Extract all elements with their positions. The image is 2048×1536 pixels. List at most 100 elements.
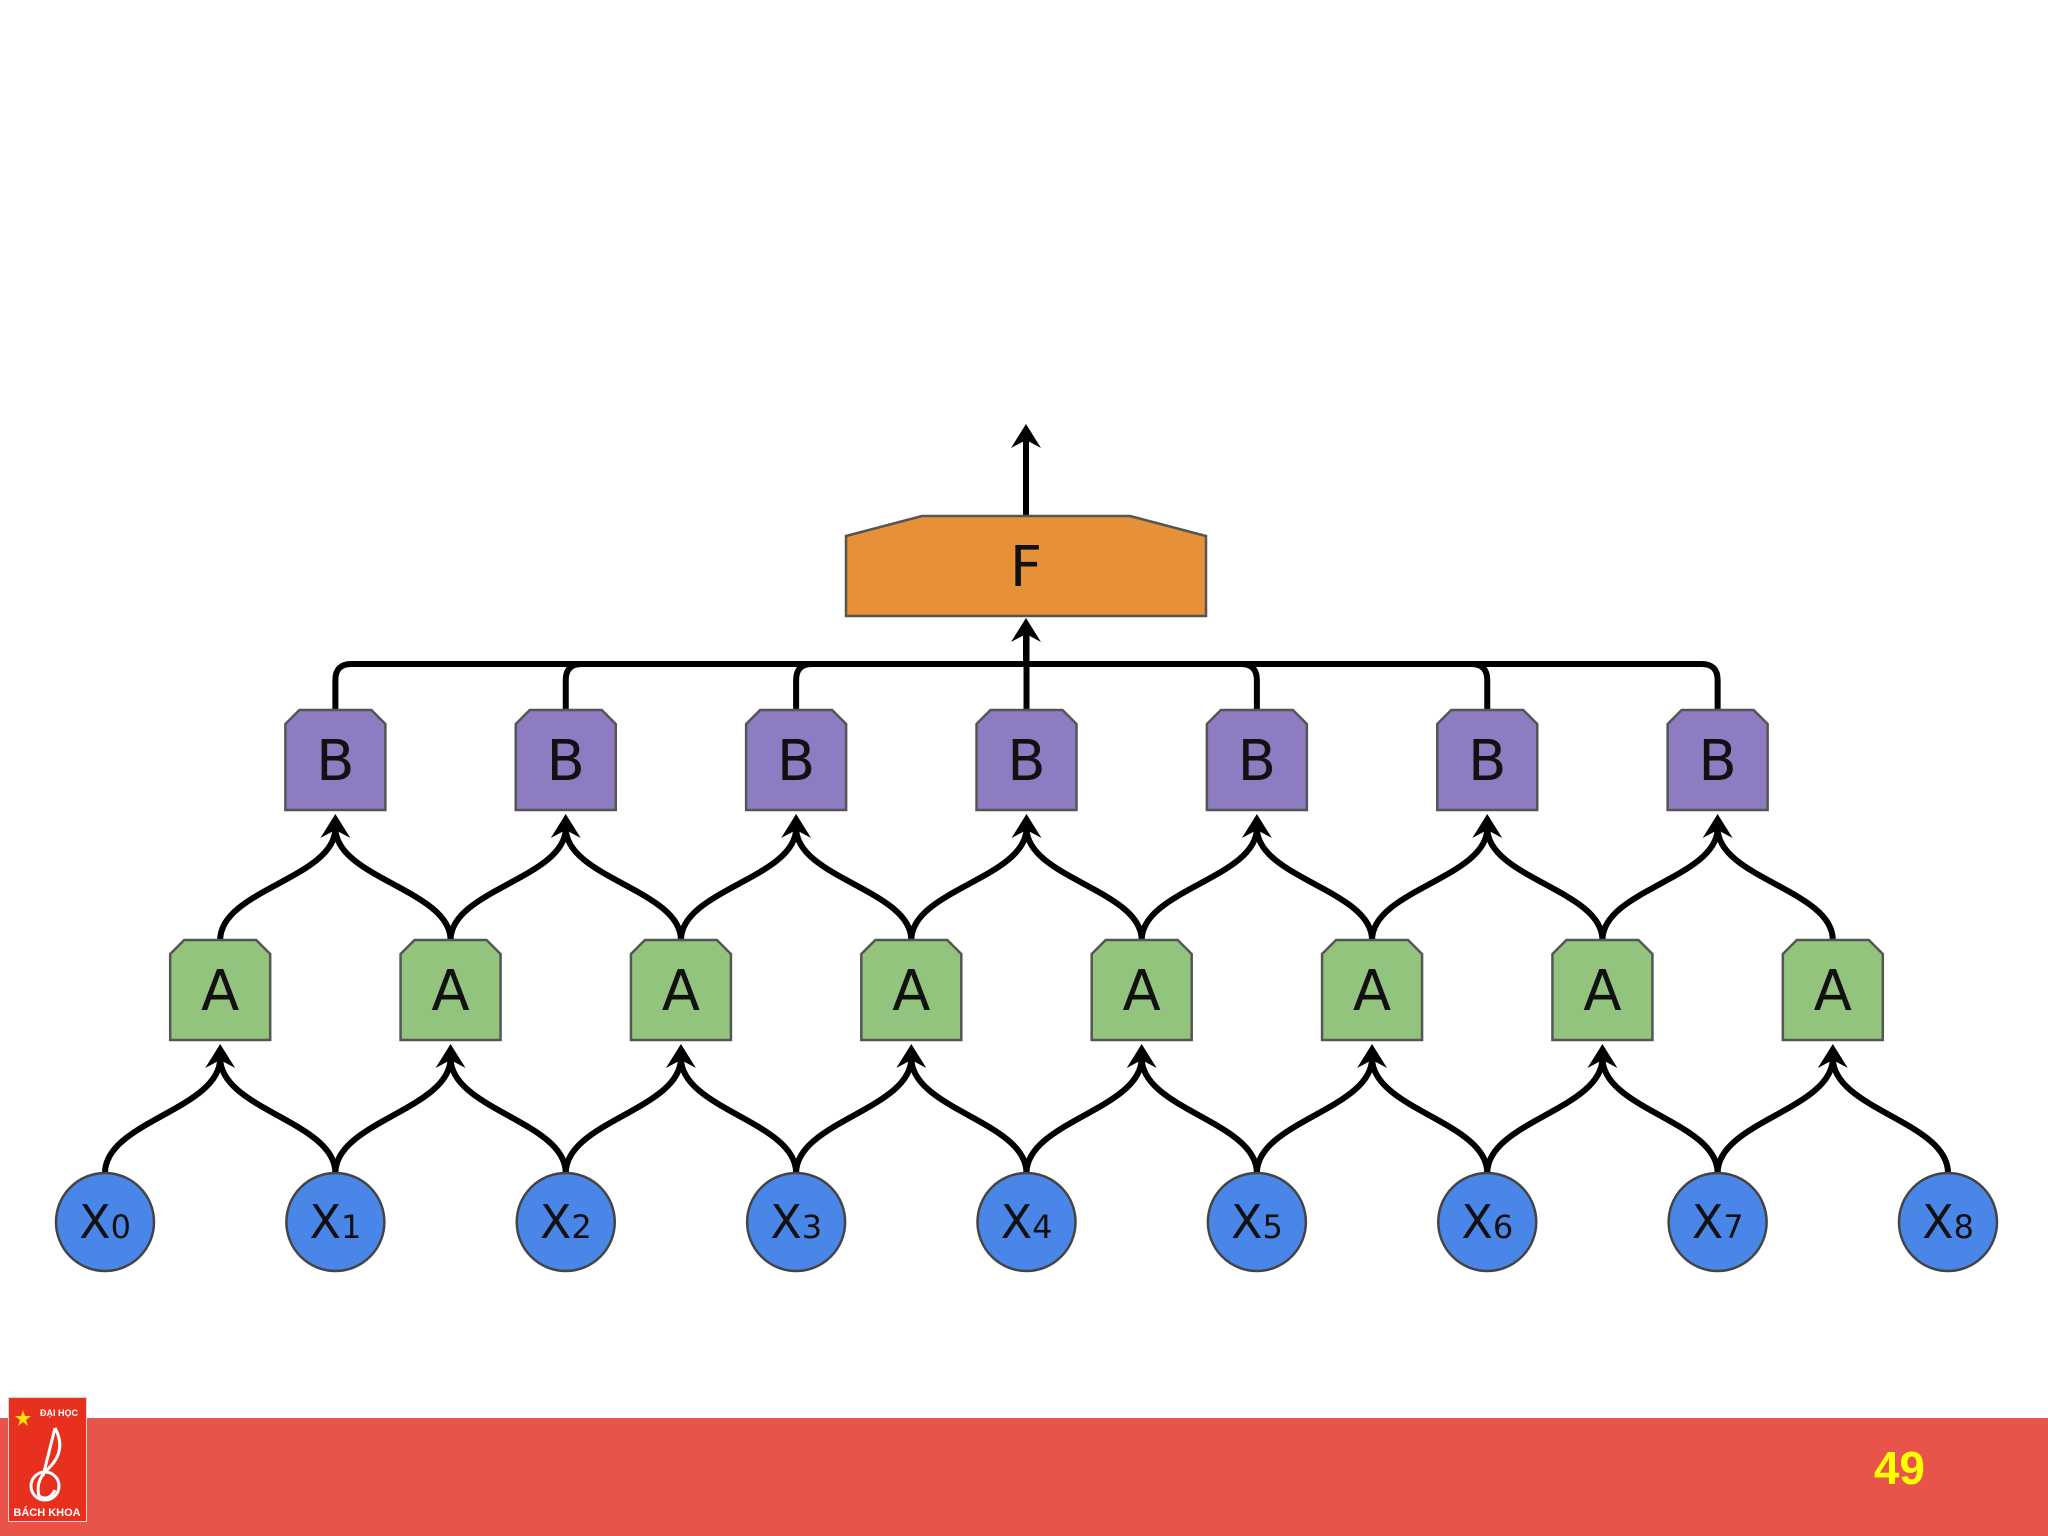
edge-a-to-b xyxy=(1023,827,1145,941)
edge-x-to-a xyxy=(332,1057,454,1174)
edge-b-to-f xyxy=(332,630,1029,710)
node-x4: X4 xyxy=(976,1171,1077,1273)
node-f: F xyxy=(844,514,1208,618)
edge-x-to-a xyxy=(1253,1057,1376,1174)
node-b: B xyxy=(1205,708,1309,812)
node-b-label: B xyxy=(1007,729,1045,794)
node-b-label: B xyxy=(316,729,354,794)
edge-a-to-b xyxy=(1599,827,1721,941)
edge-x-to-a xyxy=(677,1057,800,1174)
arrowhead-icon xyxy=(205,1044,236,1068)
node-x5: X5 xyxy=(1206,1171,1308,1273)
node-a: A xyxy=(1551,938,1654,1042)
node-a: A xyxy=(1781,938,1885,1042)
node-b: B xyxy=(1436,708,1539,812)
node-b-label: B xyxy=(547,729,585,794)
edge-x-to-a xyxy=(1599,1057,1721,1174)
node-a: A xyxy=(629,938,733,1042)
node-b: B xyxy=(1666,708,1769,812)
edge-b-to-f xyxy=(1023,630,1260,710)
edge-x-to-a xyxy=(1829,1057,1951,1174)
edge-x-to-a xyxy=(1138,1057,1260,1174)
network-diagram: F B B B B B B B A A A A A A A A X0 X1 X2 X3 X4 X5 X6 X7 X8 xyxy=(54,424,1999,1273)
node-x-label: X7 xyxy=(1692,1195,1744,1249)
node-x-label: X6 xyxy=(1461,1195,1513,1249)
node-b: B xyxy=(514,708,617,812)
node-x7: X7 xyxy=(1667,1171,1768,1273)
node-a-label: A xyxy=(431,959,469,1024)
arrowhead-icon xyxy=(1011,618,1041,642)
nodes-layer: F B B B B B B B A A A A A A A A X0 X1 X2 X3 X4 X5 X6 X7 X8 xyxy=(54,514,1999,1273)
arrowhead-icon xyxy=(1126,1044,1157,1068)
node-x8: X8 xyxy=(1897,1171,1999,1273)
arrowhead-icon xyxy=(320,814,351,838)
node-x-label: X5 xyxy=(1231,1195,1283,1249)
page-number: 49 xyxy=(1873,1442,1925,1494)
edge-a-to-b xyxy=(1369,827,1491,941)
node-x6: X6 xyxy=(1437,1171,1538,1273)
node-a: A xyxy=(1320,938,1424,1042)
node-f-label: F xyxy=(1010,535,1042,600)
arrowhead-icon xyxy=(896,1044,927,1068)
arrowhead-icon xyxy=(1472,814,1503,838)
node-b-label: B xyxy=(1698,729,1736,794)
node-a-label: A xyxy=(892,959,930,1024)
edge-a-to-b xyxy=(793,827,915,941)
node-x-label: X0 xyxy=(79,1195,131,1249)
edge-x-to-a xyxy=(1023,1057,1145,1174)
node-x-label: X3 xyxy=(770,1195,822,1249)
node-b-label: B xyxy=(1468,729,1506,794)
node-a-label: A xyxy=(662,959,700,1024)
edge-x-to-a xyxy=(1714,1057,1836,1174)
edge-a-to-b xyxy=(217,827,339,941)
edge-a-to-b xyxy=(1253,827,1376,941)
node-b: B xyxy=(744,708,848,812)
node-x-label: X2 xyxy=(540,1195,592,1249)
node-x-label: X1 xyxy=(309,1195,361,1249)
arrowhead-icon xyxy=(1357,1044,1388,1068)
logo-line1: ĐẠI HỌC xyxy=(40,1408,79,1418)
footer-bar xyxy=(0,1418,2048,1536)
arrowhead-icon xyxy=(781,814,812,838)
node-a-label: A xyxy=(1814,959,1852,1024)
logo-line2: BÁCH KHOA xyxy=(13,1506,80,1519)
node-a-label: A xyxy=(1583,959,1621,1024)
edge-b-to-f xyxy=(562,630,1029,710)
edge-a-to-b xyxy=(1484,827,1606,941)
node-a: A xyxy=(860,938,963,1042)
node-a-label: A xyxy=(1353,959,1391,1024)
node-b-label: B xyxy=(1238,729,1276,794)
node-x-label: X4 xyxy=(1001,1195,1053,1249)
node-x1: X1 xyxy=(285,1171,386,1273)
arrowhead-icon xyxy=(1587,1044,1618,1068)
node-x0: X0 xyxy=(54,1171,156,1273)
edge-a-to-b xyxy=(908,827,1030,941)
edge-x-to-a xyxy=(562,1057,684,1174)
arrowhead-icon xyxy=(1011,814,1042,838)
edge-x-to-a xyxy=(1369,1057,1491,1174)
edge-x-to-a xyxy=(102,1057,224,1174)
node-b: B xyxy=(284,708,387,812)
output-arrowhead-icon xyxy=(1011,424,1041,448)
node-a: A xyxy=(168,938,272,1042)
arrowhead-icon xyxy=(550,814,581,838)
arrowhead-icon xyxy=(435,1044,466,1068)
arrowhead-icon xyxy=(1241,814,1272,838)
node-x3: X3 xyxy=(745,1171,847,1273)
edge-b-to-f xyxy=(793,630,1029,710)
node-a-label: A xyxy=(1123,959,1161,1024)
university-logo: ĐẠI HỌC BÁCH KHOA xyxy=(8,1397,87,1522)
edge-a-to-b xyxy=(447,827,569,941)
arrowhead-icon xyxy=(665,1044,696,1068)
edges-layer xyxy=(102,440,1951,1174)
edge-a-to-b xyxy=(677,827,800,941)
edge-a-to-b xyxy=(332,827,454,941)
edge-x-to-a xyxy=(217,1057,339,1174)
node-a: A xyxy=(1090,938,1193,1042)
edge-a-to-b xyxy=(1714,827,1836,941)
arrowhead-icon xyxy=(1702,814,1733,838)
edge-a-to-b xyxy=(1138,827,1260,941)
node-a: A xyxy=(399,938,502,1042)
node-x-label: X8 xyxy=(1922,1195,1974,1249)
